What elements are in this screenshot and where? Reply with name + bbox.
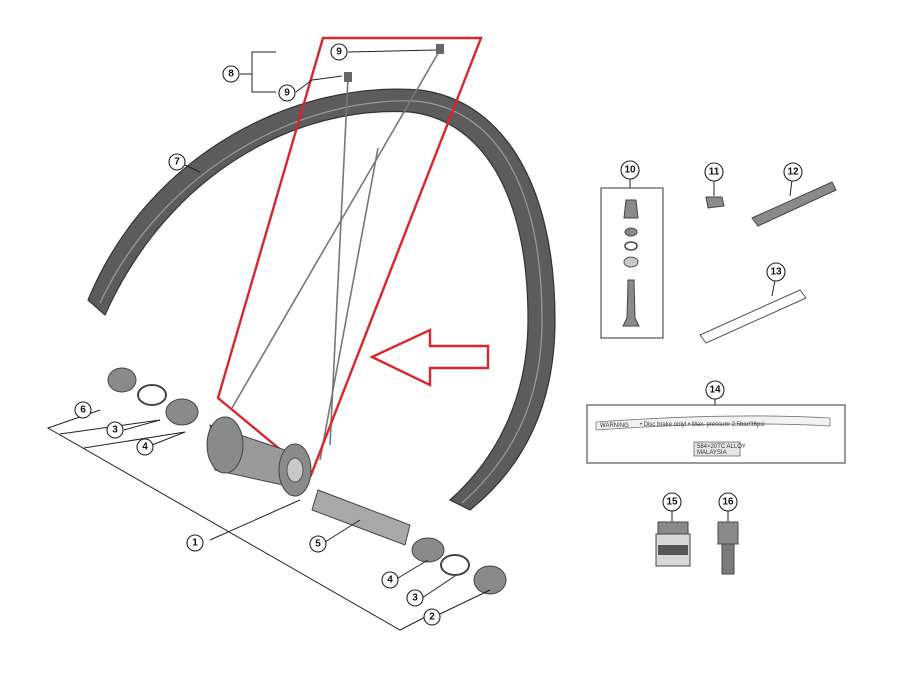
callout-2: 2 (423, 608, 441, 626)
svg-text:9: 9 (336, 47, 342, 58)
callout-13: 13 (766, 262, 786, 282)
callout-6: 6 (74, 401, 92, 419)
svg-text:3: 3 (112, 425, 118, 436)
callout-4: 4 (381, 571, 399, 589)
spokes (231, 44, 444, 461)
svg-text:11: 11 (709, 167, 720, 178)
valve-kit (600, 178, 664, 339)
grease-jar (655, 511, 691, 567)
callout-11: 11 (704, 162, 724, 182)
svg-text:1: 1 (192, 538, 198, 549)
end-cap-left (107, 367, 137, 393)
svg-text:7: 7 (174, 157, 180, 168)
svg-text:16: 16 (722, 497, 734, 508)
svg-text:4: 4 (387, 575, 393, 586)
callouts: 1 2 3 3 4 4 5 6 7 8 9 9 10 11 12 13 14 1… (74, 43, 803, 626)
washer-left (137, 384, 167, 406)
axle (311, 489, 411, 546)
hub-assembly (107, 367, 507, 595)
washer-right (440, 554, 470, 576)
hub-tool (717, 511, 739, 575)
svg-text:2: 2 (429, 612, 435, 623)
svg-text:13: 13 (770, 267, 782, 278)
callout-10: 10 (620, 160, 640, 180)
end-cap-right (473, 565, 507, 595)
bearing-right (411, 537, 445, 563)
svg-text:8: 8 (228, 69, 234, 80)
callout-9: 9 (278, 84, 296, 102)
callout-4: 4 (136, 438, 154, 456)
callout-14: 14 (705, 380, 725, 400)
rim-tape (699, 289, 807, 344)
spoke-nipple (344, 72, 352, 82)
spoke-nipple (436, 44, 444, 54)
sticker-spec-2: MALAYSIA (697, 450, 727, 456)
svg-text:3: 3 (412, 593, 418, 604)
sticker-spec-1: 584×20TC ALLOY (697, 444, 746, 450)
spoke-wrench (751, 181, 837, 227)
svg-text:9: 9 (284, 88, 290, 99)
callout-7: 7 (168, 153, 186, 171)
svg-text:4: 4 (142, 442, 148, 453)
leader-lines (46, 49, 491, 631)
highlight-arrow (369, 328, 490, 387)
callout-16: 16 (718, 492, 738, 512)
callout-12: 12 (783, 162, 803, 182)
callout-15: 15 (662, 492, 682, 512)
sticker-panel: WARNING • Disc brake only! • Max. pressu… (586, 399, 846, 464)
callout-1: 1 (186, 534, 204, 552)
svg-text:15: 15 (666, 497, 678, 508)
callout-5: 5 (309, 535, 327, 553)
nipple-part (705, 196, 725, 209)
svg-text:10: 10 (624, 165, 636, 176)
svg-text:14: 14 (709, 385, 721, 396)
svg-text:12: 12 (787, 167, 799, 178)
sticker-text: • Disc brake only! • Max. pressure 2.5ba… (640, 422, 765, 428)
svg-text:5: 5 (315, 539, 321, 550)
callout-8: 8 (222, 65, 240, 83)
callout-3: 3 (106, 421, 124, 439)
bearing-left (165, 398, 199, 426)
callout-9: 9 (330, 43, 348, 61)
svg-text:6: 6 (80, 405, 86, 416)
rim (87, 88, 556, 511)
callout-3: 3 (406, 589, 424, 607)
sticker-warning: WARNING (600, 423, 629, 429)
